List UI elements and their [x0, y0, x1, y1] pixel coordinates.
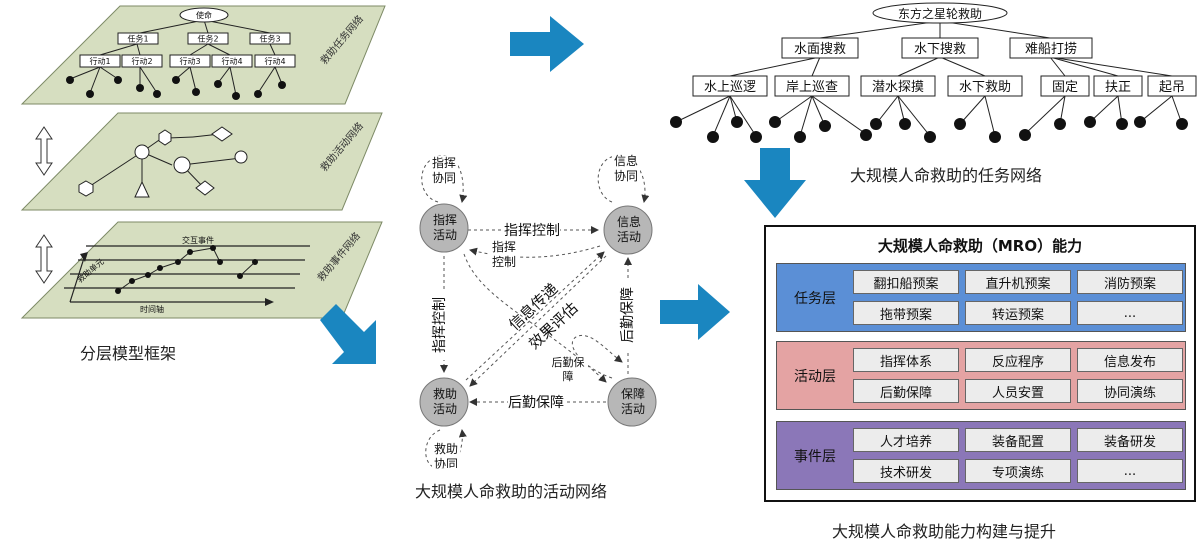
hexagon-node — [158, 129, 172, 146]
triangle-node — [134, 180, 150, 198]
action-4-label: 行动4 — [221, 56, 242, 66]
double-arrow-icon — [35, 126, 53, 284]
task-layer-item: 直升机预案 — [965, 270, 1071, 294]
edge-command-control-inner: 指挥控制 — [490, 240, 518, 270]
layered-model-caption: 分层模型框架 — [80, 344, 177, 363]
flow-arrow-icon — [660, 284, 730, 340]
hexagon-node — [78, 180, 94, 197]
edge-logistics-bottom: 后勤保障 — [508, 392, 564, 412]
circle-node — [134, 144, 150, 160]
rescue-activity-node — [419, 377, 469, 427]
task-network-leaf-dots — [670, 116, 1188, 143]
info-activity-label: 信息活动 — [616, 215, 641, 244]
mro-title: 大规模人命救助（MRO）能力 — [877, 237, 1083, 255]
activity-layer-item: 人员安置 — [965, 379, 1071, 403]
task-l1-surface-search: 水面搜救 — [794, 41, 846, 57]
task-layer-item: 翻扣船预案 — [853, 270, 959, 294]
edge-command-control-left: 指挥控制 — [429, 290, 449, 360]
task-root-node — [872, 2, 1008, 24]
event-layer-item: 装备配置 — [965, 428, 1071, 452]
rescue-activity-label: 救助活动 — [432, 387, 457, 416]
task-l2-diving: 潜水探摸 — [872, 80, 924, 95]
command-activity-node — [419, 203, 469, 253]
activity-layer-item: 反应程序 — [965, 348, 1071, 372]
event-layer-label: 事件层 — [794, 448, 836, 465]
task-l2-fix: 固定 — [1052, 80, 1078, 95]
task-layer-item: 拖带预案 — [853, 301, 959, 325]
time-axis-label: 时间轴 — [140, 304, 164, 314]
edge-logistics-right: 后勤保障 — [617, 280, 637, 350]
event-layer: 事件层 人才培养 装备配置 装备研发 技术研发 专项演练 ... — [776, 421, 1186, 490]
event-layer-item: ... — [1077, 459, 1183, 483]
circle-node — [234, 150, 248, 164]
activity-network-caption: 大规模人命救助的活动网络 — [415, 482, 608, 501]
task-2-label: 任务2 — [197, 34, 218, 44]
task-layer-item: 转运预案 — [965, 301, 1071, 325]
circle-node — [173, 156, 191, 174]
mro-capability-box: 大规模人命救助（MRO）能力 任务层 翻扣船预案 直升机预案 消防预案 拖带预案… — [764, 225, 1196, 502]
activity-layer-item: 协同演练 — [1077, 379, 1183, 403]
edge-command-control-top: 指挥控制 — [504, 220, 560, 240]
action-1-label: 行动1 — [89, 56, 110, 66]
action-5-label: 行动4 — [264, 56, 285, 66]
task-l1-underwater-search: 水下搜救 — [914, 41, 966, 57]
action-3-label: 行动3 — [179, 56, 200, 66]
flow-arrow-down-icon — [744, 148, 806, 218]
task-layer-item: ... — [1077, 301, 1183, 325]
task-l1-salvage: 难船打捞 — [1025, 41, 1077, 57]
mission-node — [179, 7, 229, 23]
activity-layer-item: 指挥体系 — [853, 348, 959, 372]
task-network: 东方之星轮救助 水面搜救 水下搜救 难船打捞 水上巡逻 岸上巡查 潜水探摸 水下… — [670, 2, 1197, 143]
task-l2-water-patrol: 水上巡逻 — [704, 80, 756, 95]
task-network-caption: 大规模人命救助的任务网络 — [850, 166, 1043, 185]
activity-layer-item: 信息发布 — [1077, 348, 1183, 372]
diamond-node — [211, 126, 233, 142]
rescue-coordination-label: 救助协同 — [432, 442, 460, 468]
task-root-label: 东方之星轮救助 — [898, 6, 982, 21]
action-2-label: 行动2 — [131, 56, 152, 66]
activity-network-plane — [20, 112, 383, 211]
event-layer-item: 装备研发 — [1077, 428, 1183, 452]
mro-caption: 大规模人命救助能力构建与提升 — [832, 522, 1057, 541]
command-activity-label: 指挥活动 — [432, 213, 457, 242]
task-l2-underwater-rescue: 水下救助 — [959, 79, 1011, 95]
event-layer-item: 人才培养 — [853, 428, 959, 452]
layered-model-framework: 使命 任务1 任务2 任务3 行动1 行动2 行动3 行动4 行动4 救助任务网… — [20, 5, 386, 319]
command-coordination-label: 指挥协同 — [430, 156, 458, 186]
mission-label: 使命 — [196, 10, 212, 20]
activity-layer-item: 后勤保障 — [853, 379, 959, 403]
activity-layer: 活动层 指挥体系 反应程序 信息发布 后勤保障 人员安置 协同演练 — [776, 341, 1186, 410]
event-layer-item: 技术研发 — [853, 459, 959, 483]
task-l2-lift: 起吊 — [1159, 80, 1185, 95]
task-leaf-dots — [66, 76, 286, 100]
activity-layer-label: 活动层 — [794, 368, 836, 385]
support-activity-node — [607, 377, 657, 427]
task-3-label: 任务3 — [259, 34, 280, 44]
task-layer-item: 消防预案 — [1077, 270, 1183, 294]
task-l2-shore-patrol: 岸上巡查 — [786, 80, 838, 95]
task-layer: 任务层 翻扣船预案 直升机预案 消防预案 拖带预案 转运预案 ... — [776, 263, 1186, 332]
event-dots — [115, 245, 258, 294]
info-activity-node — [603, 205, 653, 255]
info-coordination-label: 信息协同 — [612, 154, 640, 184]
support-logistics-self-label: 后勤保障 — [548, 356, 588, 384]
diamond-node — [195, 180, 215, 196]
interaction-event-label: 交互事件 — [182, 235, 214, 245]
event-layer-item: 专项演练 — [965, 459, 1071, 483]
task-1-label: 任务1 — [127, 34, 148, 44]
task-layer-label: 任务层 — [794, 290, 836, 307]
task-l2-right: 扶正 — [1105, 80, 1131, 95]
support-activity-label: 保障活动 — [620, 387, 645, 416]
flow-arrow-icon — [510, 16, 584, 72]
flow-arrow-icon — [320, 304, 376, 364]
activity-network — [419, 155, 657, 469]
